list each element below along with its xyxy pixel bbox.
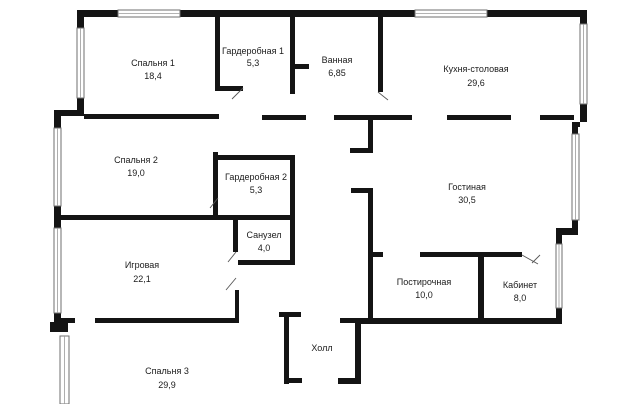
room-area-bedroom-3: 29,9: [158, 380, 176, 390]
room-name-bedroom-3: Спальня 3: [145, 366, 189, 376]
room-name-wardrobe-2: Гардеробная 2: [225, 172, 287, 182]
doors: [209, 87, 541, 291]
room-area-kitchen: 29,6: [467, 78, 485, 88]
room-name-bedroom-2: Спальня 2: [114, 155, 158, 165]
room-name-office: Кабинет: [503, 280, 537, 290]
room-name-hall: Холл: [311, 343, 332, 353]
room-area-office: 8,0: [514, 293, 527, 303]
room-name-bathroom: Ванная: [322, 55, 353, 65]
room-name-laundry: Постирочная: [397, 277, 452, 287]
room-name-playroom: Игровая: [125, 260, 159, 270]
room-area-wardrobe-1: 5,3: [247, 58, 260, 68]
room-area-wardrobe-2: 5,3: [250, 185, 263, 195]
room-name-wardrobe-1: Гардеробная 1: [222, 46, 284, 56]
room-name-kitchen: Кухня-столовая: [443, 64, 508, 74]
room-area-playroom: 22,1: [133, 274, 151, 284]
room-labels: Спальня 1 18,4 Гардеробная 1 5,3 Ванная …: [114, 46, 537, 390]
room-area-bedroom-1: 18,4: [144, 71, 162, 81]
room-area-living-room: 30,5: [458, 195, 476, 205]
room-name-bedroom-1: Спальня 1: [131, 58, 175, 68]
walls: [50, 10, 587, 384]
room-area-laundry: 10,0: [415, 290, 433, 300]
windows: [53, 9, 588, 404]
room-area-bedroom-2: 19,0: [127, 168, 145, 178]
room-area-wc: 4,0: [258, 243, 271, 253]
room-name-living-room: Гостиная: [448, 182, 486, 192]
room-name-wc: Санузел: [246, 230, 281, 240]
room-area-bathroom: 6,85: [328, 68, 346, 78]
